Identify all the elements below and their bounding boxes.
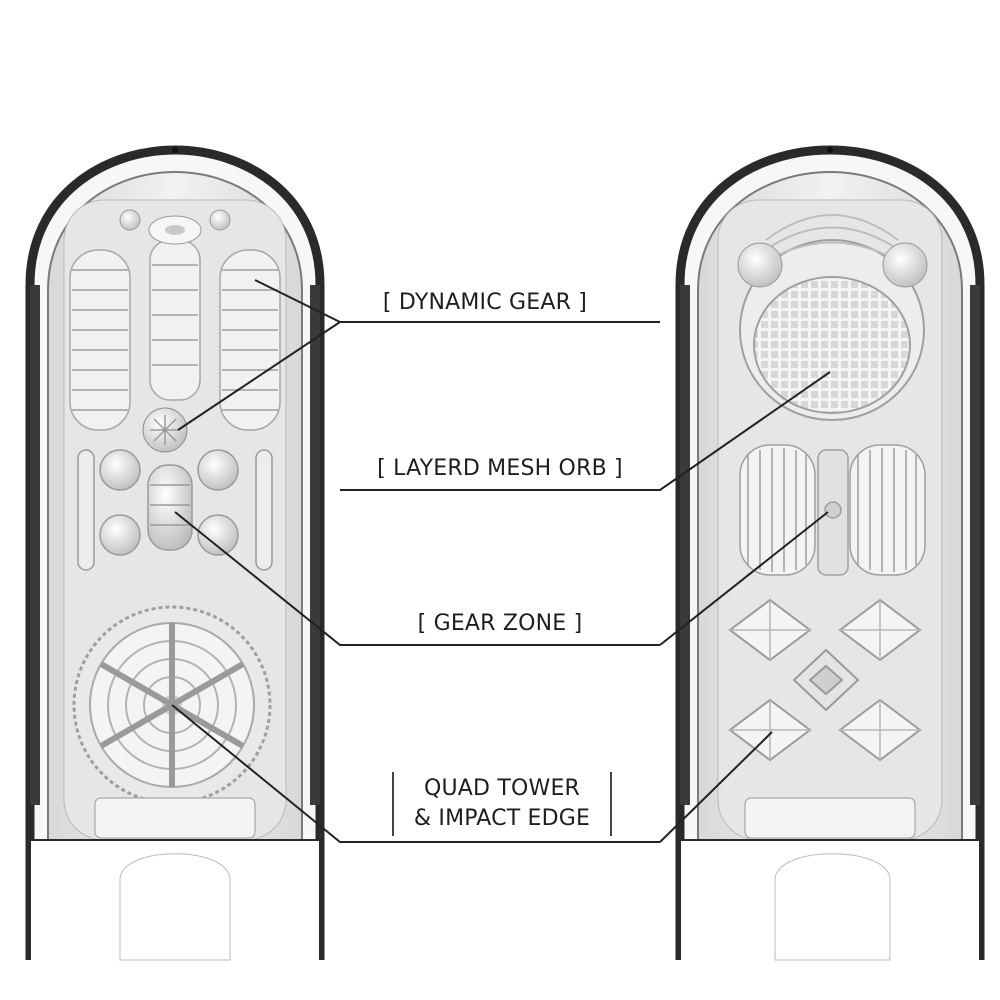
- label-quad-tower-impact-edge: QUAD TOWER & IMPACT EDGE: [392, 772, 612, 836]
- right-unit: [675, 145, 985, 961]
- leader-gear-zone-right: [659, 511, 829, 646]
- label-quad-tower-line1: QUAD TOWER: [423, 776, 581, 801]
- leader-quad-tower-left: [171, 704, 660, 843]
- label-gear-zone: [ GEAR ZONE ]: [385, 609, 615, 639]
- left-dynamic-gear-relief: [69, 239, 281, 431]
- leader-dynamic-gear-orb: [177, 321, 341, 431]
- right-gear-zone-relief: [739, 444, 926, 576]
- left-unit: [25, 145, 325, 961]
- leader-lines: [171, 279, 831, 843]
- right-quad-tower-relief: [728, 598, 922, 762]
- left-gear-zone-relief: [77, 449, 273, 571]
- leader-gear-zone-left: [174, 511, 660, 646]
- leader-quad-tower-right: [659, 731, 773, 843]
- label-layered-mesh-orb: [ LAYERD MESH ORB ]: [355, 454, 645, 484]
- leader-layered-mesh-orb: [340, 371, 831, 491]
- label-quad-tower-line2: & IMPACT EDGE: [413, 806, 591, 831]
- label-dynamic-gear: [ DYNAMIC GEAR ]: [360, 288, 610, 318]
